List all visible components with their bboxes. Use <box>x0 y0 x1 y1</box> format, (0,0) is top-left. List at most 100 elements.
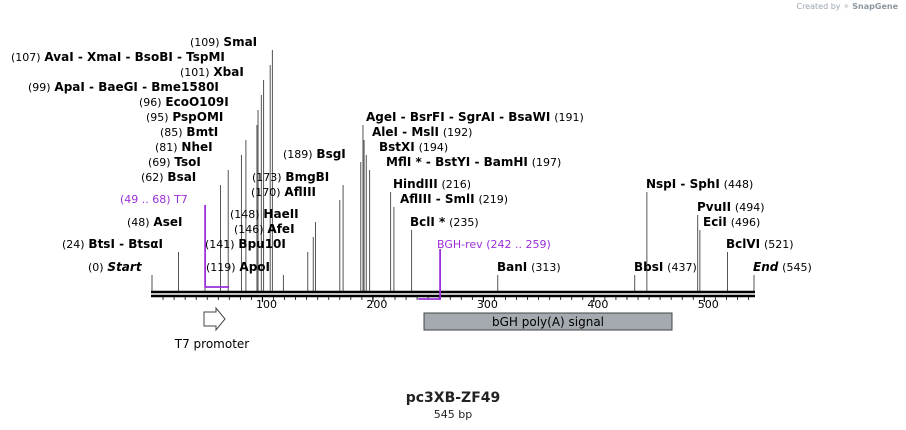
site-label[interactable]: (148) HaeII <box>230 207 299 221</box>
ruler: 100 200 300 400 500 <box>162 297 749 311</box>
watermark-prefix: Created by <box>796 2 841 11</box>
site-label[interactable]: (189) BsgI <box>283 147 346 161</box>
site-position: (194) <box>419 141 449 154</box>
site-label[interactable]: (107) AvaI - XmaI - BsoBI - TspMI <box>11 50 225 64</box>
site-label[interactable]: BclI * (235) <box>410 215 479 229</box>
enzyme-names: EcoO109I <box>165 95 228 109</box>
site-position: (189) <box>283 148 313 161</box>
site-label[interactable]: (62) BsaI <box>141 170 196 184</box>
site-position: (437) <box>667 261 697 274</box>
enzyme-names: AflIII - SmlI <box>400 192 475 206</box>
enzyme-names: TsoI <box>174 155 200 169</box>
site-label[interactable]: (141) Bpu10I <box>205 237 286 251</box>
site-label[interactable]: (101) XbaI <box>180 65 244 79</box>
primer-label[interactable]: (49 .. 68) T7 <box>120 193 188 206</box>
site-label[interactable]: (85) BmtI <box>160 125 218 139</box>
site-label[interactable]: (95) PspOMI <box>146 110 223 124</box>
site-position: (496) <box>731 216 761 229</box>
enzyme-names: HaeII <box>263 207 298 221</box>
site-position: (173) <box>252 171 282 184</box>
ruler-label: 500 <box>698 298 719 311</box>
primers: (49 .. 68) T7 BGH-rev (242 .. 259) <box>120 193 551 300</box>
plasmid-size: 545 bp <box>433 408 473 421</box>
site-position: (545) <box>782 261 812 274</box>
site-position: (494) <box>735 201 765 214</box>
enzyme-names: BclVI <box>726 237 760 251</box>
enzyme-names: BtsI - BtsαI <box>88 237 163 251</box>
site-label[interactable]: NspI - SphI (448) <box>646 177 753 191</box>
site-label[interactable]: AflIII - SmlI (219) <box>400 192 508 206</box>
site-position: (69) <box>148 156 171 169</box>
enzyme-names: EciI <box>703 215 727 229</box>
enzyme-names: AleI - MslI <box>372 125 439 139</box>
enzyme-names: SmaI <box>223 35 257 49</box>
site-label[interactable]: (119) ApoI <box>206 260 270 274</box>
site-position: (235) <box>449 216 479 229</box>
enzyme-names: BanI <box>497 260 527 274</box>
enzyme-names: End <box>753 260 779 274</box>
primer-label[interactable]: BGH-rev (242 .. 259) <box>437 238 551 251</box>
site-position: (24) <box>62 238 85 251</box>
bgh-polya-feature-box[interactable] <box>423 312 673 331</box>
t7-promoter-arrow[interactable] <box>203 306 226 332</box>
site-label[interactable]: (109) SmaI <box>190 35 257 49</box>
site-label[interactable]: HindIII (216) <box>393 177 471 191</box>
enzyme-names: AvaI - XmaI - BsoBI - TspMI <box>44 50 224 64</box>
enzyme-names: ApaI - BaeGI - Bme1580I <box>54 80 218 94</box>
site-position: (109) <box>190 36 220 49</box>
site-position: (219) <box>478 193 508 206</box>
site-position: (95) <box>146 111 169 124</box>
site-label[interactable]: EciI (496) <box>703 215 760 229</box>
site-position: (191) <box>554 111 584 124</box>
site-label[interactable]: (0) Start <box>88 260 143 274</box>
site-label[interactable]: (81) NheI <box>155 140 213 154</box>
enzyme-names: HindIII <box>393 177 438 191</box>
enzyme-names: XbaI <box>213 65 243 79</box>
site-label[interactable]: (99) ApaI - BaeGI - Bme1580I <box>28 80 219 94</box>
site-label[interactable]: (24) BtsI - BtsαI <box>62 237 163 251</box>
primer-bgh-rev-arrow[interactable] <box>418 249 441 300</box>
enzyme-names: BstXI <box>379 140 415 154</box>
site-position: (141) <box>205 238 235 251</box>
site-label[interactable]: MflI * - BstYI - BamHI (197) <box>386 155 561 169</box>
site-label[interactable]: BstXI (194) <box>379 140 448 154</box>
site-label[interactable]: AleI - MslI (192) <box>372 125 472 139</box>
ruler-label: 100 <box>256 298 277 311</box>
site-position: (99) <box>28 81 51 94</box>
enzyme-names: AgeI - BsrFI - SgrAI - BsaWI <box>366 110 550 124</box>
site-label[interactable]: (170) AflIII <box>251 185 316 199</box>
watermark-brand: SnapGene <box>852 2 898 11</box>
site-label[interactable]: (96) EcoO109I <box>139 95 229 109</box>
site-position: (521) <box>764 238 794 251</box>
site-position: (197) <box>532 156 562 169</box>
site-label[interactable]: BbsI (437) <box>634 260 697 274</box>
ruler-label: 200 <box>366 298 387 311</box>
site-position: (101) <box>180 66 210 79</box>
site-label[interactable]: (146) AfeI <box>234 222 295 236</box>
site-label[interactable]: (173) BmgBI <box>252 170 329 184</box>
site-label[interactable]: (69) TsoI <box>148 155 201 169</box>
site-position: (313) <box>531 261 561 274</box>
site-label[interactable]: (48) AseI <box>127 215 182 229</box>
site-position: (107) <box>11 51 41 64</box>
enzyme-names: AflIII <box>284 185 316 199</box>
site-label[interactable]: PvuII (494) <box>697 200 765 214</box>
enzyme-names: ApoI <box>239 260 270 274</box>
site-labels: (0) Start(24) BtsI - BtsαI(48) AseI(62) … <box>11 35 812 274</box>
site-label[interactable]: End (545) <box>753 260 812 274</box>
site-position: (85) <box>160 126 183 139</box>
enzyme-names: Bpu10I <box>238 237 285 251</box>
enzyme-names: NheI <box>181 140 212 154</box>
site-position: (448) <box>724 178 754 191</box>
site-position: (62) <box>141 171 164 184</box>
primer-t7-arrow[interactable] <box>204 205 230 288</box>
site-label[interactable]: BanI (313) <box>497 260 561 274</box>
snapgene-watermark: Created by ✧ SnapGene <box>796 2 898 11</box>
ruler-label: 300 <box>477 298 498 311</box>
ruler-label: 400 <box>587 298 608 311</box>
site-label[interactable]: AgeI - BsrFI - SgrAI - BsaWI (191) <box>366 110 584 124</box>
enzyme-names: BclI * <box>410 215 446 229</box>
site-label[interactable]: BclVI (521) <box>726 237 794 251</box>
